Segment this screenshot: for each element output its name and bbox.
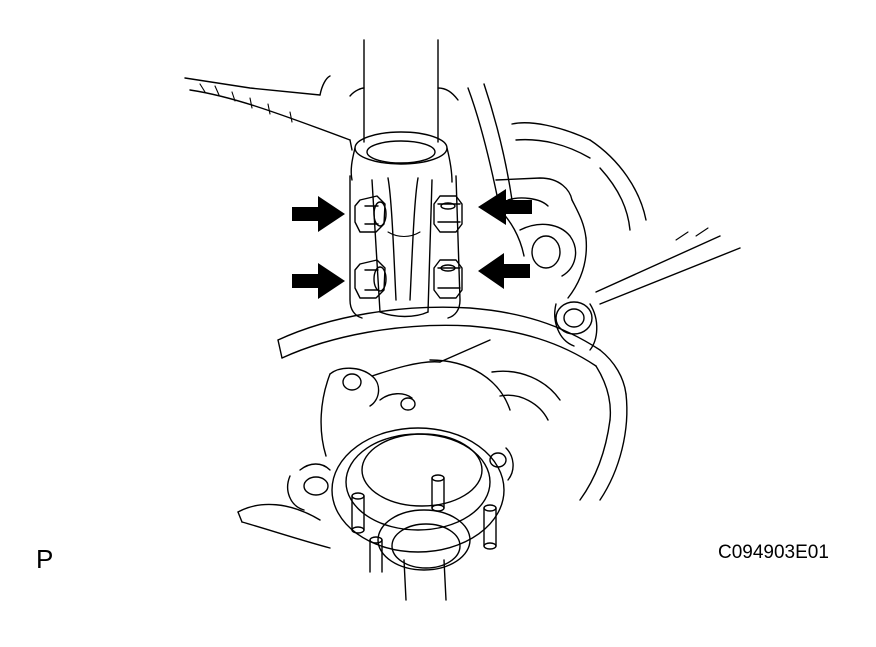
lower-right-bolt xyxy=(433,259,463,299)
wheel-studs xyxy=(351,474,497,573)
upper-left-bolt xyxy=(354,195,387,233)
upper-right-bolt xyxy=(433,195,463,233)
strut-bracket xyxy=(349,175,461,319)
arrow-lower-left-bolt xyxy=(292,263,345,299)
lower-left-bolt xyxy=(354,259,387,299)
arrow-lower-right-bolt xyxy=(478,253,530,289)
lower-arm xyxy=(237,503,331,549)
arrow-upper-left-bolt xyxy=(292,196,345,232)
figure-code: C094903E01 xyxy=(718,542,829,563)
dust-shield xyxy=(277,306,628,501)
view-label: P xyxy=(36,544,54,574)
body-panel-lines xyxy=(184,75,353,151)
arrow-upper-right-bolt xyxy=(478,189,532,225)
wheel-hub xyxy=(331,427,505,601)
strut-shock-absorber xyxy=(349,39,459,183)
steering-knuckle xyxy=(286,339,561,511)
fender-and-linkage xyxy=(467,83,741,351)
